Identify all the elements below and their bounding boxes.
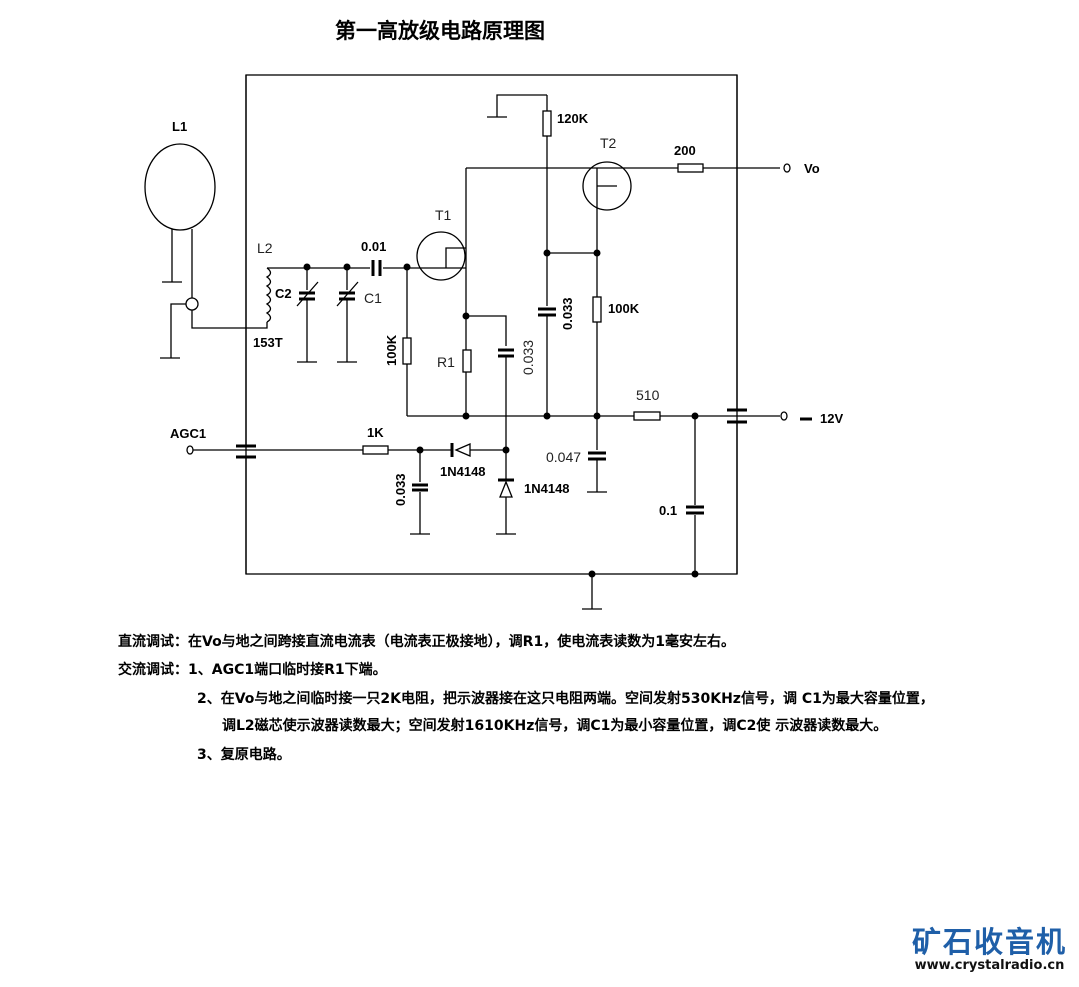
note-dc-adjust: 直流调试：在Vo与地之间跨接直流电流表（电流表正极接地），调R1，使电流表读数为… <box>118 634 735 650</box>
label-diode-2: 1N4148 <box>524 481 570 496</box>
label-l1: L1 <box>172 119 187 134</box>
label-turns: 153T <box>253 335 283 350</box>
label-cap-033-a: 0.033 <box>560 297 575 330</box>
site-logo: 矿石收音机 www.crystalradio.cn <box>912 926 1067 973</box>
note-ac-step3: 3、复原电路。 <box>197 747 291 763</box>
label-c1: C1 <box>364 290 382 306</box>
logo-url: www.crystalradio.cn <box>914 958 1065 973</box>
label-r510: 510 <box>636 387 660 403</box>
label-r200: 200 <box>674 143 696 158</box>
label-r1: R1 <box>437 354 455 370</box>
label-cap-033-c: 0.033 <box>393 473 408 506</box>
label-r100k-a: 100K <box>384 334 399 366</box>
label-diode-1: 1N4148 <box>440 464 486 479</box>
label-cap-047: 0.047 <box>546 449 581 465</box>
label-r120k: 120K <box>557 111 589 126</box>
label-vo: Vo <box>804 161 820 176</box>
label-agc1: AGC1 <box>170 426 206 441</box>
label-c2: C2 <box>275 286 292 301</box>
junction-dots <box>303 249 699 578</box>
label-l2: L2 <box>257 240 273 256</box>
logo-name: 矿石收音机 <box>912 925 1068 959</box>
wires <box>144 74 791 610</box>
label-cap-001: 0.01 <box>361 239 386 254</box>
note-ac-step1: 交流调试：1、AGC1端口临时接R1下端。 <box>118 662 387 678</box>
label-r1k: 1K <box>367 425 384 440</box>
capacitor-plates <box>236 260 812 515</box>
label-cap-01: 0.1 <box>659 503 677 518</box>
label-r100k-b: 100K <box>608 301 640 316</box>
label-12v: 12V <box>820 411 843 426</box>
note-ac-step2: 2、在Vo与地之间临时接一只2K电阻，把示波器接在这只电阻两端。空间发射530K… <box>197 691 934 707</box>
label-t1: T1 <box>435 207 452 223</box>
note-ac-step2-cont: 调L2磁芯使示波器读数最大；空间发射1610KHz信号，调C1为最小容量位置，调… <box>222 718 888 734</box>
page-title: 第一高放级电路原理图 <box>335 19 545 43</box>
label-cap-033-b: 0.033 <box>520 340 536 375</box>
label-t2: T2 <box>600 135 617 151</box>
